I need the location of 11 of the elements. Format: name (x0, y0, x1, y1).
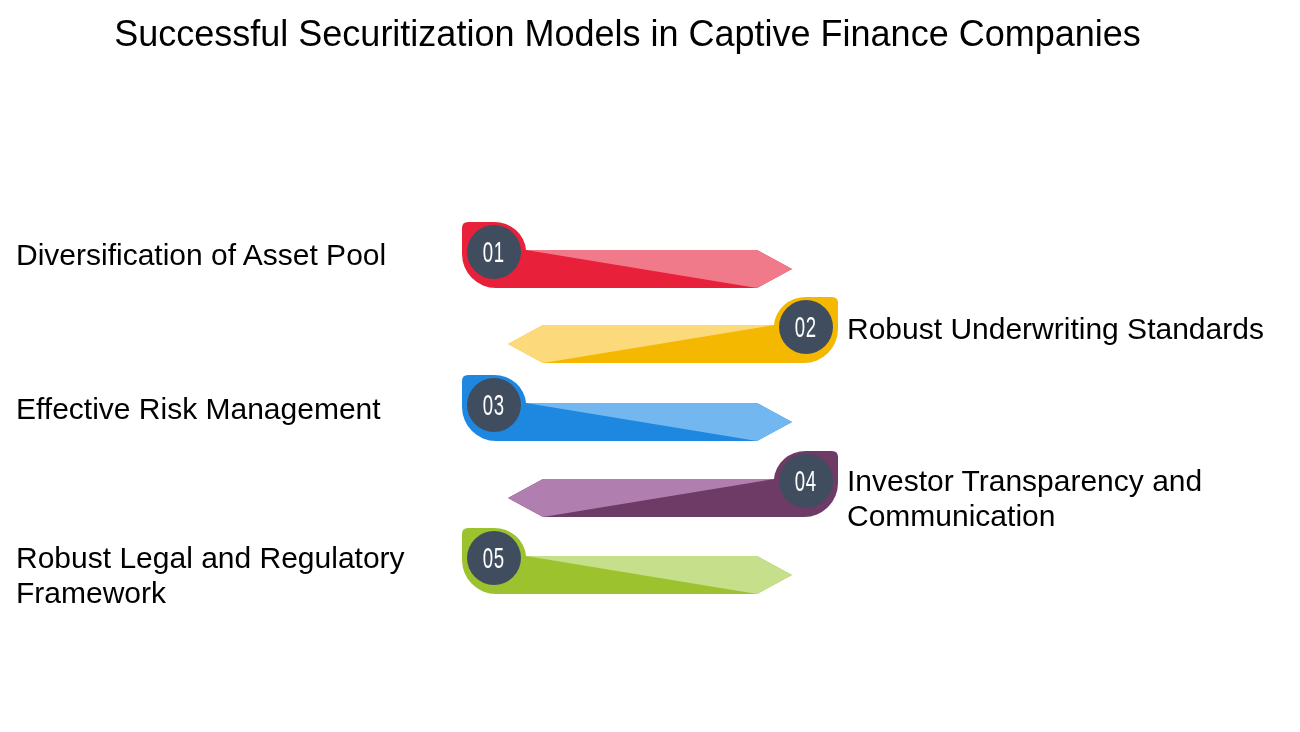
title: Successful Securitization Models in Captive Finance Companies (113, 12, 1142, 56)
step-label: Robust Legal and Regulatory Framework (16, 540, 406, 610)
step-label: Robust Underwriting Standards (847, 311, 1264, 346)
ribbon-banner (462, 222, 793, 288)
ribbon-banner (462, 375, 793, 441)
ribbon-banner (507, 451, 838, 517)
step-label: Effective Risk Management (16, 391, 381, 426)
step-label: Investor Transparency and Communication (847, 463, 1204, 533)
ribbon-banner (462, 528, 793, 594)
ribbon-banner (507, 297, 838, 363)
step-label: Diversification of Asset Pool (16, 237, 387, 272)
